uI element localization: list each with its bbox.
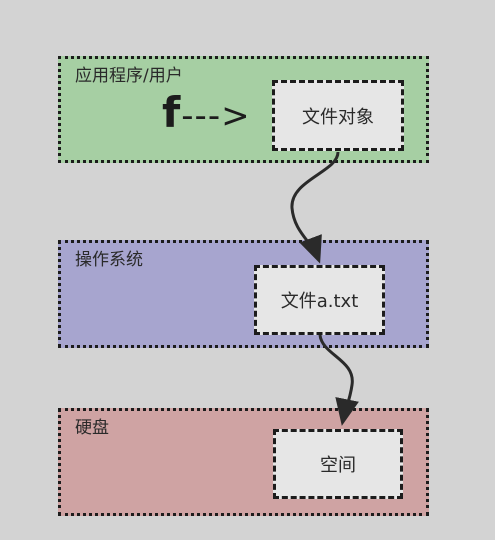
file-atxt-box: 文件a.txt [254,265,385,335]
space-label: 空间 [320,455,356,476]
file-object-box: 文件对象 [272,80,404,151]
app-user-layer-label: 应用程序/用户 [75,66,183,86]
pointer-arrow-text: ---> [181,96,251,136]
file-pointer-arrow: f---> [162,88,251,137]
arrow-file-atxt-to-space [318,334,359,426]
pointer-letter: f [162,88,182,137]
disk-layer-label: 硬盘 [75,418,109,438]
file-object-label: 文件对象 [302,106,374,128]
arrow-file-object-to-file-atxt [290,151,340,264]
space-box: 空间 [273,429,403,499]
file-atxt-label: 文件a.txt [280,291,359,312]
os-layer-label: 操作系统 [75,250,143,270]
